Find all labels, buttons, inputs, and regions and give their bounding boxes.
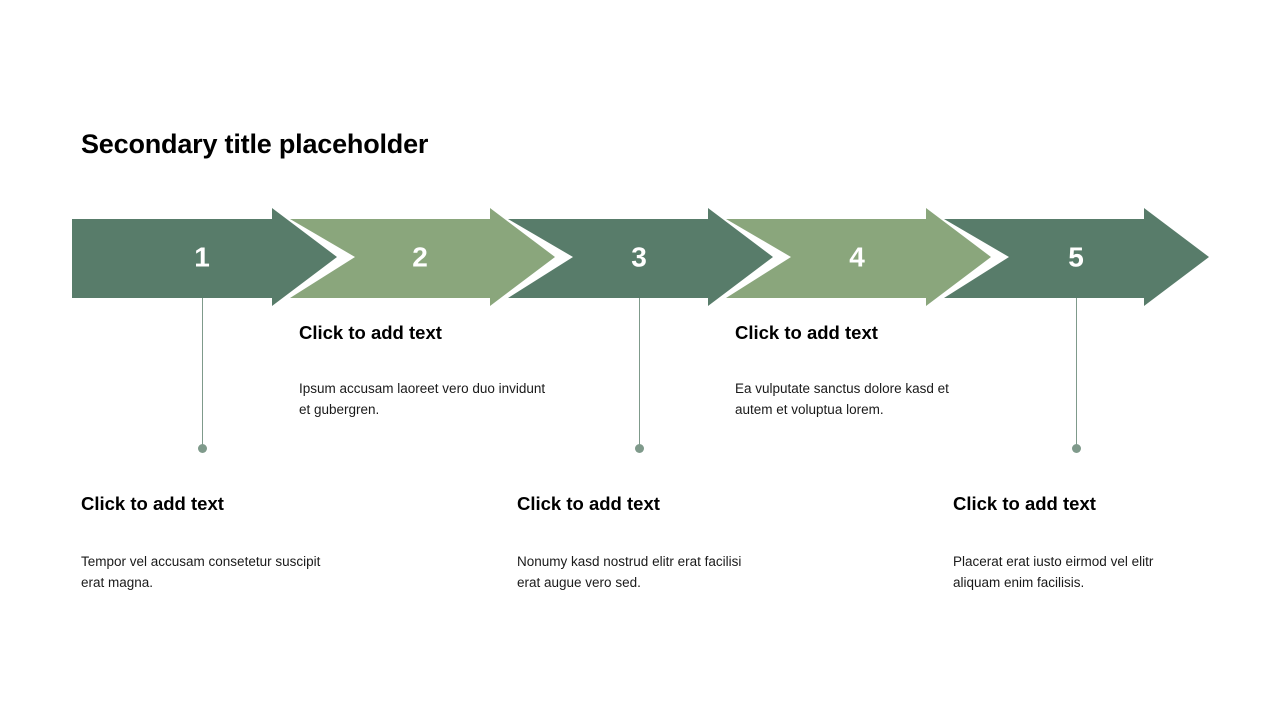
- step-number-3: 3: [631, 241, 647, 272]
- connector-line-step-3: [639, 298, 640, 448]
- text-block-step-4[interactable]: Click to add text Ea vulputate sanctus d…: [735, 322, 985, 421]
- process-arrow-band: 1 2 3 4 5: [0, 205, 1280, 313]
- text-block-body: Placerat erat iusto eirmod vel elitr ali…: [953, 554, 1154, 591]
- text-block-step-2[interactable]: Click to add text Ipsum accusam laoreet …: [299, 322, 549, 421]
- text-block-heading: Click to add text: [299, 322, 442, 343]
- process-step-1[interactable]: 1: [72, 208, 337, 306]
- text-block-body: Ipsum accusam laoreet vero duo invidunt …: [299, 381, 546, 418]
- chevron-shape-1: [72, 208, 337, 306]
- connector-line-step-1: [202, 298, 203, 448]
- text-block-heading: Click to add text: [735, 322, 878, 343]
- text-block-heading: Click to add text: [953, 493, 1096, 514]
- step-number-5: 5: [1068, 241, 1084, 272]
- chevron-shape-2: [290, 208, 555, 306]
- step-number-4: 4: [849, 241, 865, 272]
- text-block-step-3[interactable]: Click to add text Nonumy kasd nostrud el…: [517, 493, 767, 594]
- step-number-1: 1: [194, 241, 210, 272]
- text-block-heading: Click to add text: [81, 493, 224, 514]
- text-block-body: Ea vulputate sanctus dolore kasd et aute…: [735, 381, 949, 418]
- chevron-shape-3: [508, 208, 773, 306]
- chevron-shape-5: [944, 208, 1209, 306]
- connector-dot-step-5: [1072, 444, 1081, 453]
- connector-dot-step-3: [635, 444, 644, 453]
- connector-line-step-5: [1076, 298, 1077, 448]
- text-block-body: Nonumy kasd nostrud elitr erat facilisi …: [517, 554, 742, 591]
- text-block-step-5[interactable]: Click to add text Placerat erat iusto ei…: [953, 493, 1203, 594]
- text-block-body: Tempor vel accusam consetetur suscipit e…: [81, 554, 321, 591]
- connector-dot-step-1: [198, 444, 207, 453]
- process-step-3[interactable]: 3: [508, 208, 773, 306]
- process-step-5[interactable]: 5: [944, 208, 1209, 306]
- text-block-heading: Click to add text: [517, 493, 660, 514]
- page-title: Secondary title placeholder: [81, 129, 429, 159]
- process-step-2[interactable]: 2: [290, 208, 555, 306]
- chevron-shape-4: [726, 208, 991, 306]
- process-step-4[interactable]: 4: [726, 208, 991, 306]
- text-block-step-1[interactable]: Click to add text Tempor vel accusam con…: [81, 493, 331, 594]
- step-number-2: 2: [412, 241, 428, 272]
